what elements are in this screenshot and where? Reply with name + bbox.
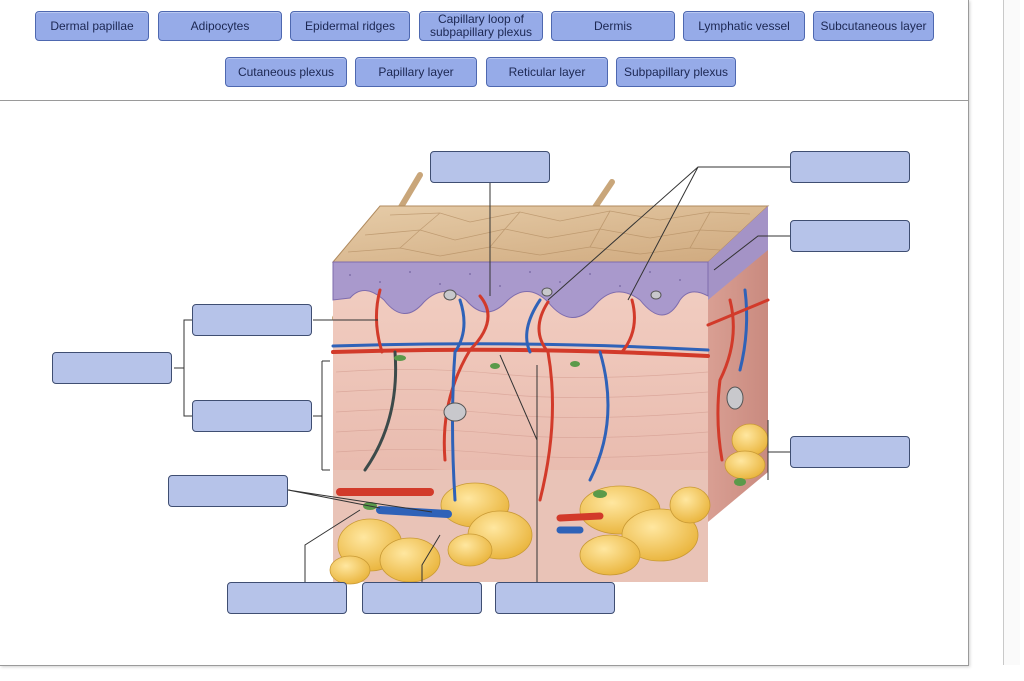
chip-lymphatic-vessel[interactable]: Lymphatic vessel (683, 11, 805, 41)
chip-label: Dermal papillae (50, 18, 134, 33)
question-panel: Dermal papillae Adipocytes Epidermal rid… (0, 0, 969, 666)
chip-epidermal-ridges[interactable]: Epidermal ridges (290, 11, 410, 41)
chip-label: Subcutaneous layer (820, 18, 927, 33)
chip-dermis[interactable]: Dermis (551, 11, 675, 41)
chip-label: Epidermal ridges (304, 18, 396, 33)
drop-target-2[interactable] (790, 151, 910, 183)
chip-label: Adipocytes (190, 18, 250, 33)
drop-target-7[interactable] (790, 436, 910, 468)
drop-target-9[interactable] (227, 582, 347, 614)
skin-illustration (174, 166, 790, 585)
leader-lines (174, 166, 790, 582)
label-bank: Dermal papillae Adipocytes Epidermal rid… (0, 0, 968, 101)
chip-dermal-papillae[interactable]: Dermal papillae (35, 11, 149, 41)
chip-reticular-layer[interactable]: Reticular layer (486, 57, 608, 87)
chip-label: Papillary layer (378, 64, 454, 79)
drop-target-3[interactable] (790, 220, 910, 252)
chip-label: Capillary loop of subpapillary plexus (429, 12, 533, 39)
chip-subpapillary-plexus[interactable]: Subpapillary plexus (616, 57, 736, 87)
chip-label: Subpapillary plexus (623, 64, 729, 79)
blood-vessels (331, 288, 770, 534)
chip-label: Reticular layer (508, 64, 586, 79)
drop-target-5[interactable] (52, 352, 172, 384)
drop-target-6[interactable] (192, 400, 312, 432)
scrollbar[interactable] (1003, 0, 1020, 665)
drop-target-10[interactable] (362, 582, 482, 614)
drop-target-11[interactable] (495, 582, 615, 614)
chip-label: Dermis (594, 18, 632, 33)
chip-cutaneous-plexus[interactable]: Cutaneous plexus (225, 57, 347, 87)
sensory-corpuscle (443, 287, 744, 422)
chip-label: Lymphatic vessel (698, 18, 790, 33)
drop-target-8[interactable] (168, 475, 288, 507)
chip-label: Cutaneous plexus (237, 64, 335, 79)
chip-adipocytes[interactable]: Adipocytes (158, 11, 282, 41)
chip-papillary-layer[interactable]: Papillary layer (355, 57, 477, 87)
drop-target-4[interactable] (192, 304, 312, 336)
chip-subcutaneous-layer[interactable]: Subcutaneous layer (813, 11, 934, 41)
epidermis-layer (332, 261, 709, 318)
drop-target-1[interactable] (430, 151, 550, 183)
chip-capillary-loop[interactable]: Capillary loop of subpapillary plexus (419, 11, 543, 41)
